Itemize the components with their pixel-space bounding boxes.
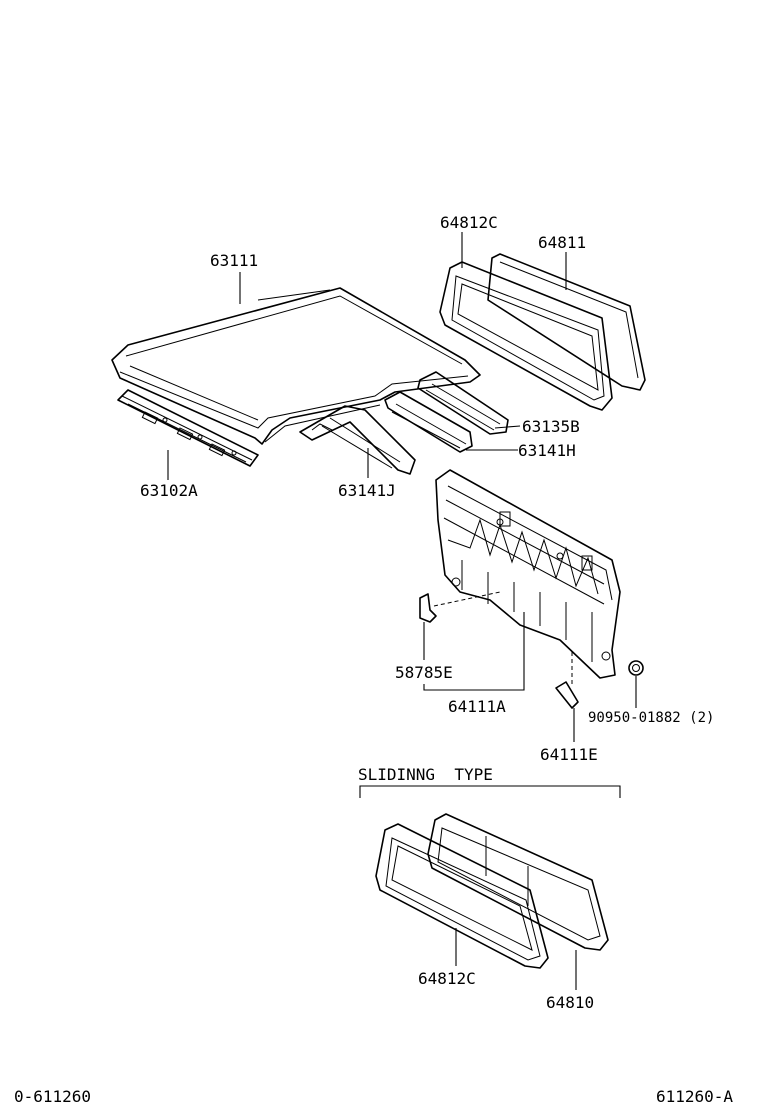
label-roof-bow-3: 63135B — [522, 417, 580, 436]
label-plug: 90950-01882 (2) — [588, 710, 714, 726]
back-window-weatherstrip — [439, 261, 613, 411]
sliding-glass — [427, 813, 609, 951]
back-window-glass — [487, 253, 646, 391]
label-back-panel: 64111A — [448, 697, 506, 716]
roof-panel — [111, 287, 481, 445]
section-title-sliding-type: SLIDINNG TYPE — [358, 765, 493, 784]
roof-bow-1 — [299, 405, 416, 475]
label-back-panel-brace: 64111E — [540, 745, 598, 764]
label-sliding-weatherstrip: 64812C — [418, 969, 476, 988]
label-sliding-glass: 64810 — [546, 993, 594, 1012]
label-back-window-weatherstrip: 64812C — [440, 213, 498, 232]
sliding-weatherstrip — [375, 823, 549, 969]
label-roof-panel: 63111 — [210, 251, 258, 270]
roof-rail-front — [117, 389, 259, 467]
sliding-type-bracket — [359, 785, 621, 798]
footer-left-code: 0-611260 — [14, 1087, 91, 1106]
leader-64111a — [423, 612, 525, 691]
leader-63135b — [494, 425, 521, 429]
footer-right-code: 611260-A — [656, 1087, 733, 1106]
roof-bow-3 — [417, 371, 509, 435]
back-panel — [435, 469, 621, 679]
label-bracket: 58785E — [395, 663, 453, 682]
label-roof-rail-front: 63102A — [140, 481, 198, 500]
plug — [628, 660, 644, 676]
label-roof-bow-2: 63141H — [518, 441, 576, 460]
label-roof-bow-1: 63141J — [338, 481, 396, 500]
label-back-window-glass: 64811 — [538, 233, 586, 252]
bracket-relation-line — [433, 591, 501, 607]
back-panel-brace — [555, 681, 579, 709]
bracket — [419, 593, 437, 623]
roof-bow-2 — [384, 391, 473, 453]
